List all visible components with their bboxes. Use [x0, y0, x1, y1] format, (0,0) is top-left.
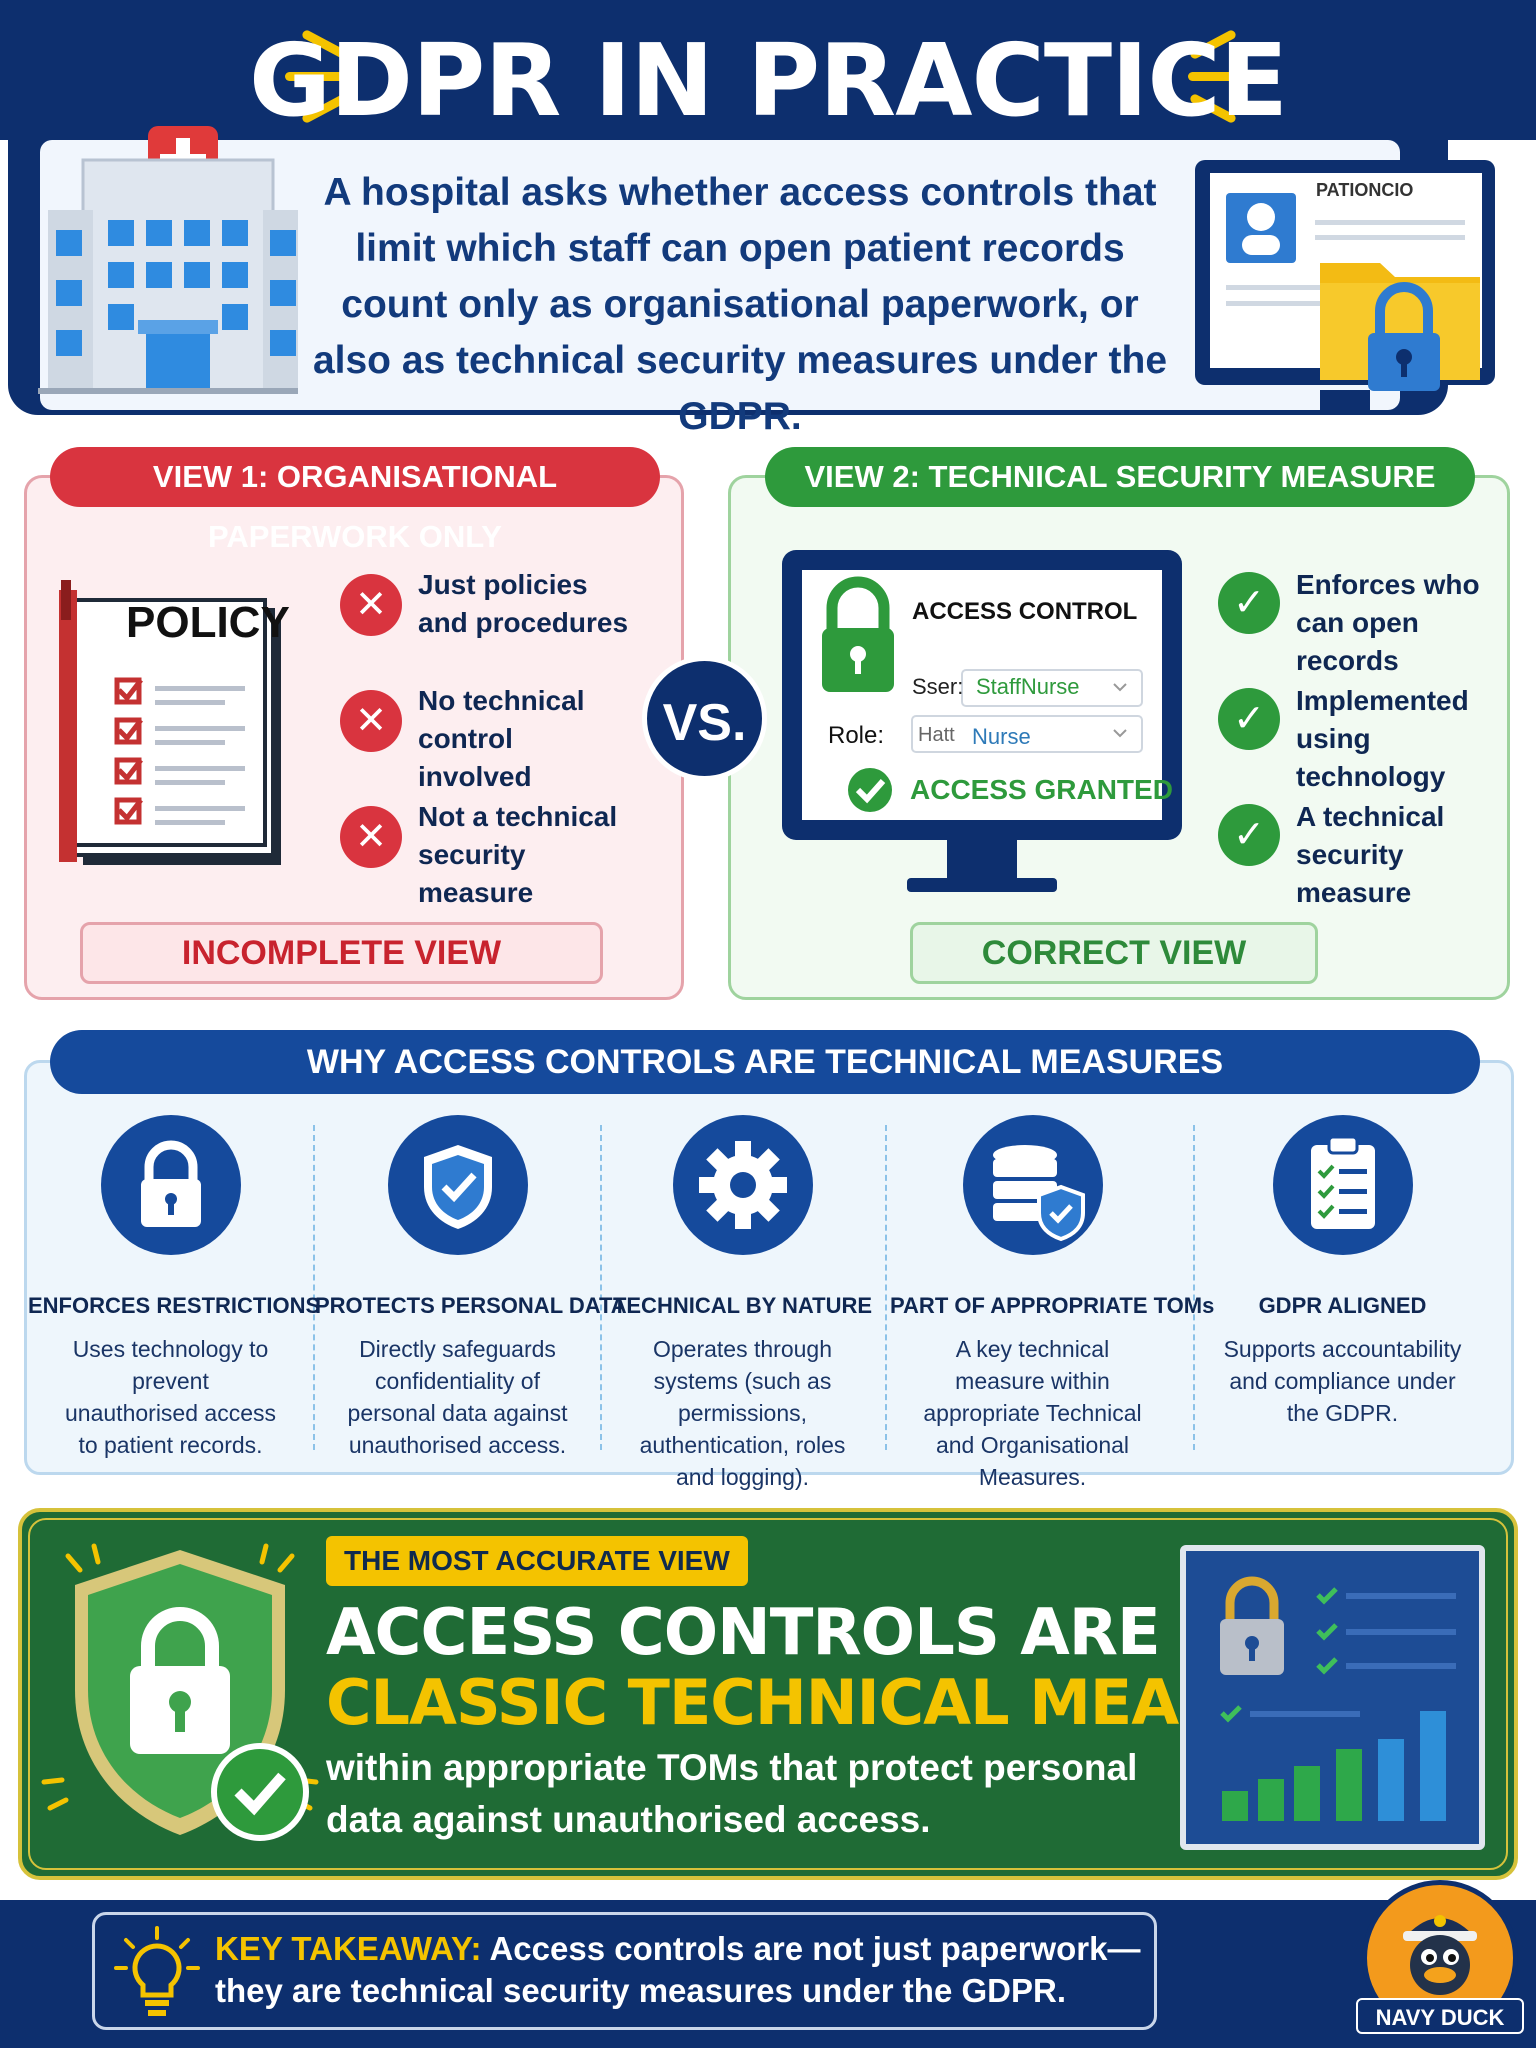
why-desc-1: Uses technology to prevent unauthorised … — [65, 1336, 276, 1458]
policy-label: POLICY — [126, 598, 290, 647]
shield-check-icon — [387, 1115, 528, 1255]
column-divider — [885, 1125, 887, 1450]
view2-item-3: A technical security measure — [1296, 801, 1445, 908]
why-title-5: GDPR ALIGNED — [1258, 1293, 1427, 1318]
most-accurate-view-tag: THE MOST ACCURATE VIEW — [326, 1536, 748, 1586]
title-burst-right-mid — [1188, 72, 1250, 81]
why-title-3: TECHNICAL BY NATURE — [612, 1293, 873, 1318]
conclusion-subtext: within appropriate TOMs that protect per… — [326, 1747, 1138, 1840]
check-icon: ✓ — [1218, 688, 1280, 750]
why-column-toms: PART OF APPROPRIATE TOMs A key technical… — [890, 1115, 1215, 1493]
policy-document-icon — [59, 580, 281, 865]
why-column-gdpr: GDPR ALIGNED Supports accountability and… — [1200, 1115, 1485, 1429]
role-field-value: Nurse — [972, 724, 1031, 749]
view1-item-1: Just policies and procedures — [418, 569, 629, 638]
x-icon: ✕ — [340, 690, 402, 752]
view2-item-1: Enforces who can open records — [1296, 569, 1480, 676]
key-takeaway-text: Access controls are not just paperwork—t… — [215, 1930, 1141, 2009]
why-title-1: ENFORCES RESTRICTIONS — [28, 1293, 321, 1318]
check-icon: ✓ — [1218, 804, 1280, 866]
patient-record-label: PATIONCIO — [1316, 180, 1414, 200]
why-desc-4: A key technical measure within appropria… — [923, 1336, 1142, 1490]
why-desc-5: Supports accountability and compliance u… — [1223, 1336, 1462, 1426]
security-dashboard-icon — [1180, 1545, 1485, 1850]
page-title: GDPR IN PRACTICE — [248, 22, 1288, 139]
view1-item-2: No technical control involved — [418, 685, 585, 792]
database-shield-icon — [962, 1115, 1103, 1255]
access-granted-status: ACCESS GRANTED — [910, 774, 1173, 805]
patient-record-monitor-icon — [1195, 160, 1495, 410]
why-desc-2: Directly safeguards confidentiality of p… — [347, 1336, 568, 1458]
why-title-2: PROTECTS PERSONAL DATA — [315, 1293, 627, 1318]
user-field-value: StaffNurse — [976, 674, 1080, 699]
why-column-protects: PROTECTS PERSONAL DATA Directly safeguar… — [315, 1115, 627, 1461]
access-control-title: ACCESS CONTROL — [912, 598, 1138, 625]
footer-band — [0, 1900, 1536, 2048]
view1-label: VIEW 1: ORGANISATIONAL PAPERWORK ONLY — [50, 447, 660, 554]
versus-badge: VS. — [642, 656, 767, 781]
gear-icon — [672, 1115, 813, 1255]
key-takeaway-label: KEY TAKEAWAY: — [215, 1930, 482, 1967]
key-takeaway-box — [92, 1912, 1157, 2030]
view1-item-3: Not a technical security measure — [418, 801, 618, 908]
hospital-icon — [38, 126, 298, 394]
conclusion-panel-border — [28, 1518, 1508, 1870]
check-icon: ✓ — [1218, 572, 1280, 634]
role-field-label: Role: — [828, 722, 885, 749]
correct-view-badge: CORRECT VIEW — [910, 922, 1318, 984]
why-column-technical: TECHNICAL BY NATURE Operates through sys… — [600, 1115, 885, 1493]
column-divider — [313, 1125, 315, 1450]
clipboard-checklist-icon — [1272, 1115, 1413, 1255]
conclusion-heading-line1: ACCESS CONTROLS ARE — [326, 1596, 1161, 1670]
user-field-label: Sser: — [912, 674, 964, 699]
column-divider — [600, 1125, 602, 1450]
why-desc-3: Operates through systems (such as permis… — [639, 1336, 846, 1490]
access-control-monitor-icon — [782, 550, 1182, 892]
x-icon: ✕ — [340, 574, 402, 636]
incomplete-view-badge: INCOMPLETE VIEW — [80, 922, 603, 984]
why-section-title: WHY ACCESS CONTROLS ARE TECHNICAL MEASUR… — [50, 1030, 1480, 1094]
shield-lock-icon — [41, 1543, 319, 1841]
role-field-prefix: Hatt — [918, 724, 955, 746]
lightbulb-icon — [114, 1926, 200, 2016]
why-column-restrictions: ENFORCES RESTRICTIONS Uses technology to… — [28, 1115, 321, 1461]
intro-question: A hospital asks whether access controls … — [312, 171, 1168, 438]
brand-label: NAVY DUCK — [1356, 1998, 1524, 2034]
view2-label: VIEW 2: TECHNICAL SECURITY MEASURE — [765, 447, 1475, 507]
padlock-icon — [100, 1115, 241, 1255]
column-divider — [1193, 1125, 1195, 1450]
title-burst-left-mid — [285, 72, 347, 81]
x-icon: ✕ — [340, 806, 402, 868]
view2-item-2: Implemented using technology — [1296, 685, 1469, 792]
why-title-4: PART OF APPROPRIATE TOMs — [890, 1293, 1215, 1318]
key-takeaway: KEY TAKEAWAY: Access controls are not ju… — [215, 1928, 1145, 2012]
